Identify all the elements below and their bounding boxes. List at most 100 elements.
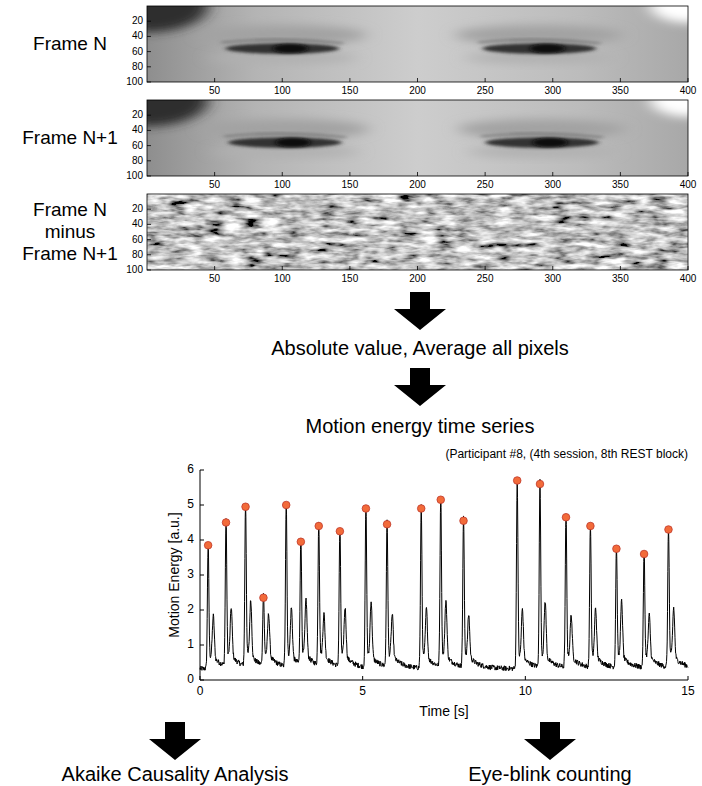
tick-mark	[620, 78, 621, 82]
axis-tick: 200	[409, 273, 426, 285]
tick-mark	[147, 115, 151, 116]
tick-mark	[349, 172, 350, 176]
axis-title: Motion Energy [a.u.]	[166, 512, 182, 637]
tick-mark	[620, 172, 621, 176]
pupil	[275, 138, 310, 147]
blink-marker	[513, 477, 521, 485]
brow-shade	[201, 119, 369, 139]
axis-tick: 0	[197, 685, 204, 699]
tick-mark	[147, 145, 151, 146]
tick-mark	[147, 270, 151, 271]
tick-mark	[485, 78, 486, 82]
axis-tick: 40	[132, 31, 143, 43]
axis-tick: 100	[274, 179, 291, 191]
axis-tick: 60	[132, 140, 143, 152]
blink-marker	[222, 519, 230, 527]
eye	[482, 43, 596, 54]
eye	[228, 137, 342, 148]
pupil	[532, 138, 567, 147]
axis-tick: 350	[612, 179, 629, 191]
tick-mark	[147, 51, 151, 52]
tick-mark	[688, 78, 689, 82]
axis-tick: 100	[126, 264, 143, 276]
step-label: Absolute value, Average all pixels	[271, 337, 569, 360]
tick-mark	[147, 66, 151, 67]
axis-tick: 40	[132, 125, 143, 137]
blink-marker	[336, 527, 344, 535]
tick-mark	[552, 266, 553, 270]
axis-tick: 300	[544, 179, 561, 191]
axis-tick: 200	[409, 85, 426, 97]
axis-tick: 150	[342, 179, 359, 191]
tick-mark	[200, 676, 201, 680]
frame-label: Frame N+1	[22, 127, 118, 149]
blink-marker	[536, 480, 544, 488]
tick-mark	[214, 172, 215, 176]
axis-tick: 250	[477, 179, 494, 191]
difference-noise	[147, 194, 688, 270]
axis-tick: 60	[132, 46, 143, 58]
brow-shade	[455, 25, 623, 45]
axis-tick: 300	[544, 85, 561, 97]
axis-tick: 6	[187, 463, 194, 477]
chart-note: (Participant #8, (4th session, 8th REST …	[445, 448, 688, 462]
axis-tick: 50	[209, 85, 220, 97]
axis-tick: 100	[126, 170, 143, 182]
frame-label: Frame N	[33, 33, 107, 55]
blink-marker	[665, 526, 673, 534]
axis-tick: 20	[132, 109, 143, 121]
tick-mark	[282, 266, 283, 270]
frame-label: Frame N minus Frame N+1	[20, 199, 120, 265]
flow-arrow	[394, 292, 446, 330]
face-skin	[147, 6, 688, 82]
axis-tick: 400	[680, 273, 697, 285]
blink-marker	[460, 517, 468, 525]
tick-mark	[147, 176, 151, 177]
axis-tick: 400	[680, 179, 697, 191]
eyelid-crease	[481, 134, 603, 138]
tick-mark	[688, 676, 689, 680]
step-label: Motion energy time series	[306, 415, 535, 438]
tick-mark	[147, 21, 151, 22]
brow-shade	[458, 119, 626, 139]
axis-tick: 400	[680, 85, 697, 97]
axis-tick: 150	[342, 273, 359, 285]
axis-tick: 150	[342, 85, 359, 97]
output-label: Eye-blink counting	[468, 763, 631, 786]
blink-marker	[297, 538, 305, 546]
tick-mark	[147, 239, 151, 240]
blink-marker	[613, 545, 621, 553]
pupil	[530, 44, 565, 53]
tick-mark	[147, 160, 151, 161]
tick-mark	[552, 172, 553, 176]
face-skin	[147, 100, 688, 176]
tick-mark	[688, 266, 689, 270]
tick-mark	[147, 36, 151, 37]
tick-mark	[147, 224, 151, 225]
tick-mark	[525, 676, 526, 680]
tick-mark	[147, 254, 151, 255]
flow-arrow	[394, 368, 446, 406]
blink-marker	[562, 513, 570, 521]
tick-mark	[200, 470, 204, 471]
output-label: Akaike Causality Analysis	[62, 763, 289, 786]
blink-marker	[383, 520, 391, 528]
tick-mark	[282, 172, 283, 176]
tick-mark	[620, 266, 621, 270]
tick-mark	[200, 645, 204, 646]
blink-marker	[640, 550, 648, 558]
tick-mark	[417, 172, 418, 176]
tick-mark	[349, 78, 350, 82]
axis-tick: 20	[132, 203, 143, 215]
eyelid-crease	[221, 40, 343, 44]
axis-tick: 20	[132, 15, 143, 27]
highlight	[650, 0, 702, 23]
flow-arrow	[524, 722, 576, 760]
tick-mark	[200, 575, 204, 576]
axis-tick: 200	[409, 179, 426, 191]
tick-mark	[417, 78, 418, 82]
x-axis	[200, 680, 688, 681]
tick-mark	[147, 82, 151, 83]
tick-mark	[485, 266, 486, 270]
tick-mark	[362, 676, 363, 680]
